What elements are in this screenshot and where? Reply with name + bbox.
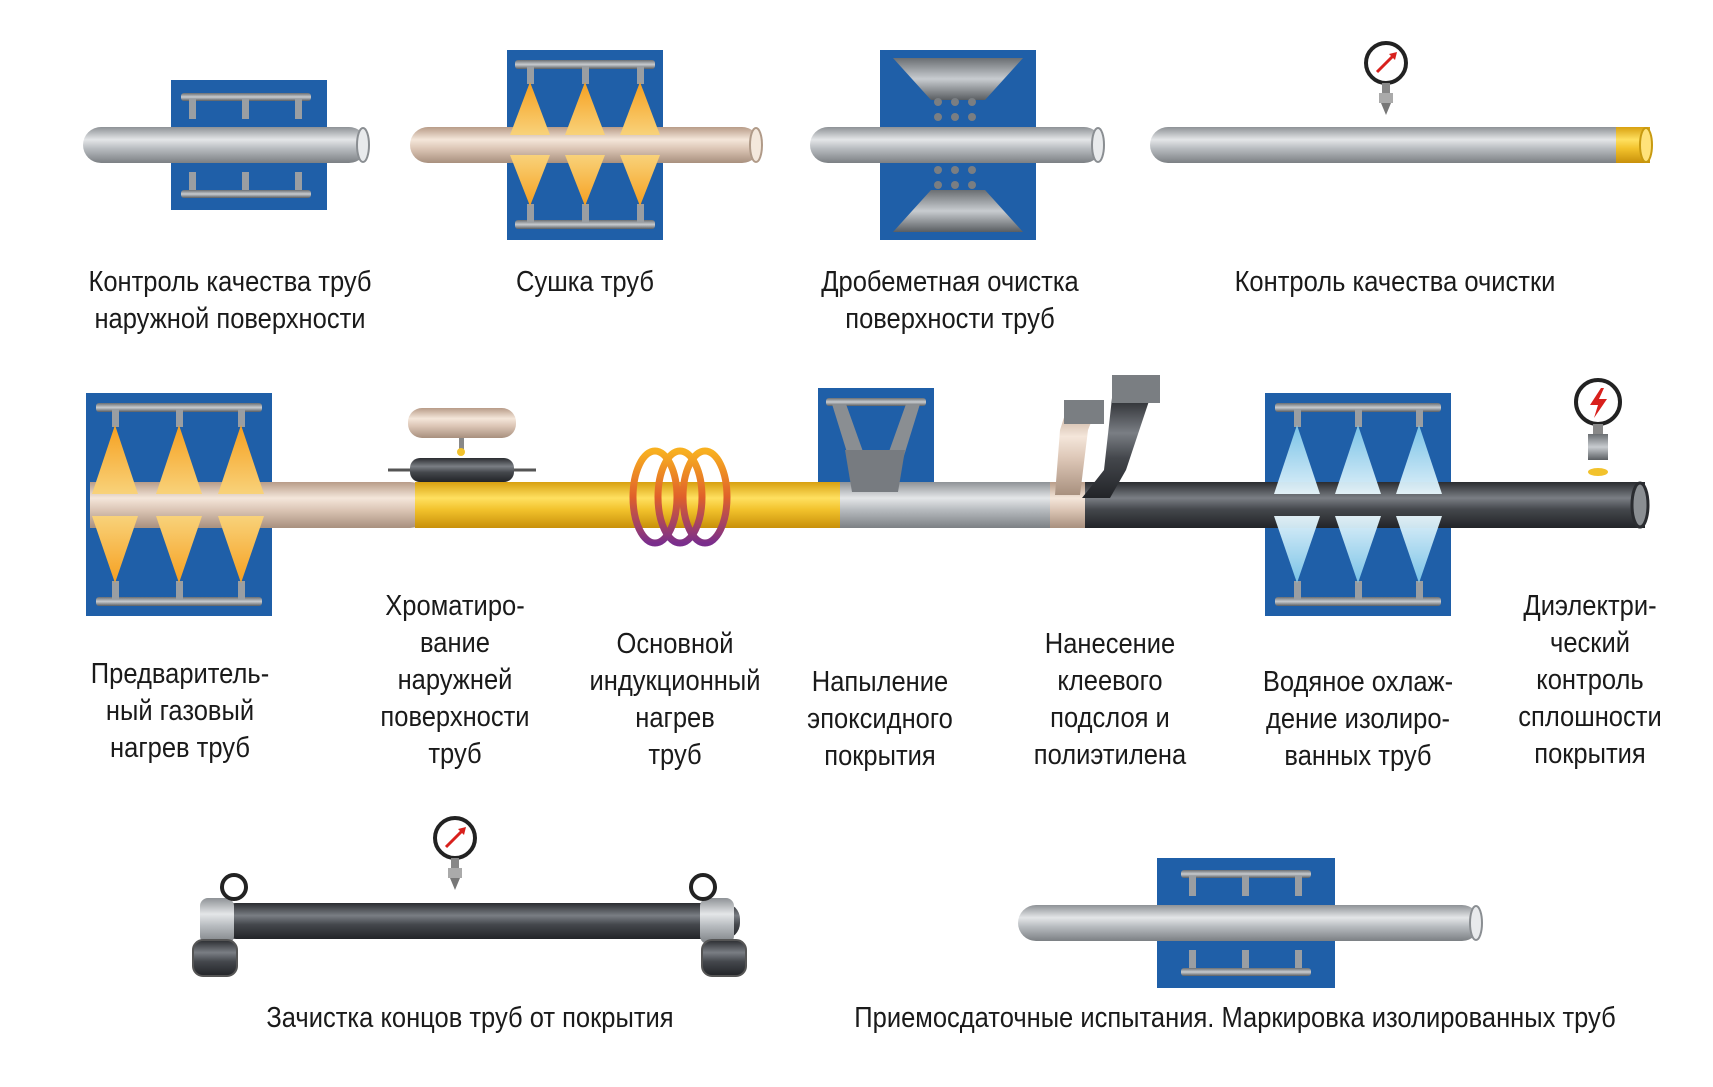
caption-acceptance-testing: Приемосдаточные испытания. Маркировка из…	[854, 1002, 1616, 1034]
caption-cleaning-quality: Контроль качества очистки	[1234, 266, 1556, 298]
caption-end-cleaning: Зачистка концов труб от покрытия	[266, 1002, 674, 1034]
flame-icon	[92, 425, 264, 583]
gauge-icon	[433, 816, 477, 892]
caption-dielectric-control: Диэлектри- ческий контроль сплошности по…	[1518, 590, 1662, 770]
drying-station	[410, 50, 763, 240]
water-spray-icon	[1274, 425, 1442, 583]
caption-chromating: Хроматиро- вание наружней поверхности тр…	[380, 590, 530, 770]
caption-gas-preheat: Предваритель- ный газовый нагрев труб	[90, 658, 270, 764]
acceptance-testing-station	[1018, 858, 1483, 988]
end-cleaning-station	[192, 816, 747, 977]
shot-blast-icon	[934, 98, 976, 189]
caption-pipe-drying: Сушка труб	[516, 266, 654, 298]
caption-adhesive-polyethylene: Нанесение клеевого подслоя и полиэтилена	[1033, 628, 1187, 771]
chromating-station	[388, 408, 536, 482]
gas-preheat-station	[86, 393, 272, 616]
caption-shot-blast: Дробеметная очистка поверхности труб	[821, 266, 1079, 335]
caption-induction-heating: Основной индукционный нагрев труб	[589, 628, 761, 771]
gauge-icon	[1364, 41, 1408, 117]
quality-control-station	[83, 80, 370, 210]
epoxy-spray-station	[818, 388, 934, 492]
shot-blast-station	[810, 50, 1105, 240]
water-cooling-station	[1265, 393, 1451, 616]
caption-epoxy-spraying: Напыление эпоксидного покрытия	[807, 666, 953, 772]
polyethylene-extruder	[1055, 375, 1160, 498]
flame-icon	[510, 82, 660, 206]
dielectric-gauge-icon	[1574, 378, 1622, 476]
cleaning-quality-station	[1150, 41, 1653, 163]
caption-pipe-quality-control: Контроль качества труб наружной поверхно…	[88, 266, 372, 335]
induction-coil-icon	[629, 447, 731, 547]
caption-water-cooling: Водяное охлаж- дение изолиро- ванных тру…	[1262, 666, 1454, 772]
